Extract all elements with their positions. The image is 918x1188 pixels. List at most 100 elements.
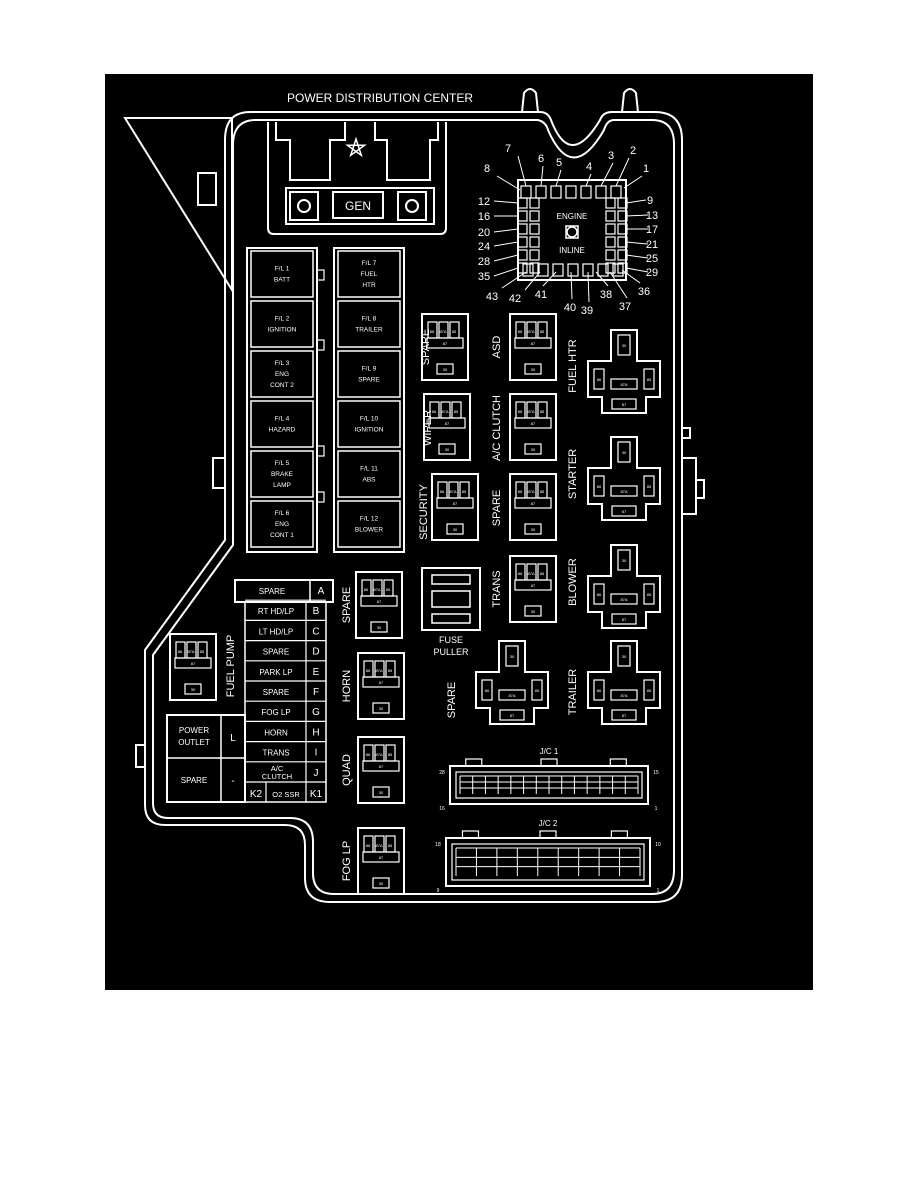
fuse-cell-bottom-2 (552, 263, 564, 277)
generator-block (267, 122, 447, 235)
fuse-number-29: 29 (646, 267, 658, 279)
fuse-number-7: 7 (505, 143, 511, 155)
fuse-number-3: 3 (608, 150, 614, 162)
fuse-leader-40 (570, 271, 573, 300)
relay-pin-87: 87 (531, 341, 536, 346)
fusible-link-box (337, 350, 401, 398)
relay-pin-30: 30 (443, 367, 448, 372)
maxi-fuse-name: A/C (271, 764, 284, 773)
fuse-cell-right-3-0 (605, 236, 616, 248)
relay-pin-30: 30 (379, 706, 384, 711)
relay-housing (421, 313, 469, 381)
relay-pin-30: 30 (445, 447, 450, 452)
relay-pin-85-slot (643, 679, 655, 701)
relay-label-spare2: SPARE (491, 490, 503, 526)
fuse-number-1: 1 (643, 163, 649, 175)
relay-pin-30: 30 (379, 881, 384, 886)
fuse-cell-right-1-0 (605, 210, 616, 222)
relay-housing (587, 544, 661, 629)
relay-pin-87: 87 (379, 855, 384, 860)
fuse-number-39: 39 (581, 305, 593, 317)
fuse-leader-29 (625, 267, 649, 273)
relay-pin-87: 87 (191, 661, 196, 666)
relay-pin-30-slot (370, 621, 388, 633)
relay-housing (423, 393, 471, 461)
fuse-number-21: 21 (646, 239, 658, 251)
fuse-leader-1 (623, 175, 643, 189)
fuse-cell-top-3 (565, 185, 577, 199)
fuse-number-24: 24 (478, 241, 490, 253)
relay-pin-87-slot (514, 417, 552, 429)
relay-pin-87: 87 (531, 583, 536, 588)
relay-pin-87-slot (426, 337, 464, 349)
fuse-leader-24 (493, 241, 519, 247)
fusible-link-box (337, 400, 401, 448)
fuse-leader-13 (625, 214, 649, 217)
relay-pin-30-slot (438, 443, 456, 455)
relay-label-starter: STARTER (567, 449, 579, 499)
maxi-fuse-name: FOG LP (261, 708, 290, 717)
connector-pin-tr: 15 (653, 770, 659, 776)
relay-pin-87a: 87A (375, 843, 382, 848)
relay-label-trans: TRANS (491, 570, 503, 607)
relay-pin-87a: 87A (439, 329, 446, 334)
relay-pin-87a: 87A (375, 752, 382, 757)
outlet-name: SPARE (181, 776, 208, 785)
fusible-link-box (250, 350, 314, 398)
fuse-cell-right-2-0 (605, 223, 616, 235)
relay-pin-87: 87 (443, 341, 448, 346)
maxi-fuse-letter: C (312, 626, 319, 637)
relay-pin-86: 86 (366, 843, 371, 848)
fuse-number-4: 4 (586, 161, 592, 173)
fuse-number-9: 9 (647, 195, 653, 207)
relay-pin-30-slot (436, 363, 454, 375)
relay-pin-87-slot (428, 417, 466, 429)
bracket-slot (197, 172, 217, 206)
relay-pin-87-slot (499, 709, 525, 721)
relay-pin-30-slot (184, 683, 202, 695)
relay-pin-86-slot (593, 475, 605, 497)
maxi-fuse-letter: H (312, 727, 319, 738)
relay-pin-86: 86 (485, 688, 490, 693)
relay-pin-87: 87 (531, 421, 536, 426)
fusible-link-text: F/L 10 (360, 416, 379, 423)
maxi-fuse-letter: G (312, 707, 320, 718)
relay-housing (431, 473, 479, 541)
relay-housing (357, 736, 405, 804)
relay-pin-87-slot (611, 398, 637, 410)
fusible-link-text: F/L 4 (275, 416, 290, 423)
fuse-leader-4 (585, 173, 592, 187)
relay-pin-85: 85 (647, 592, 652, 597)
connector-tab-1 (539, 830, 557, 839)
top-tab-right (621, 88, 639, 113)
relay-pin-85-slot (643, 475, 655, 497)
relay-pin-30: 30 (531, 447, 536, 452)
connector-tab-2 (609, 758, 627, 767)
relay-pin-86: 86 (597, 377, 602, 382)
relay-pin-85-slot (643, 368, 655, 390)
maxi-fuse-letter: A (318, 586, 325, 597)
fusible-link-box (337, 300, 401, 348)
relay-pin-87a: 87A (620, 693, 627, 698)
maxi-fuse-name: TRANS (262, 749, 289, 758)
fusible-link-text: ENG (275, 521, 289, 528)
relay-pin-87: 87 (379, 680, 384, 685)
relay-label-quad: QUAD (341, 754, 353, 786)
relay-pin-85-slot (531, 679, 543, 701)
relay-pin-30-slot (617, 334, 631, 356)
relay-housing (475, 640, 549, 725)
